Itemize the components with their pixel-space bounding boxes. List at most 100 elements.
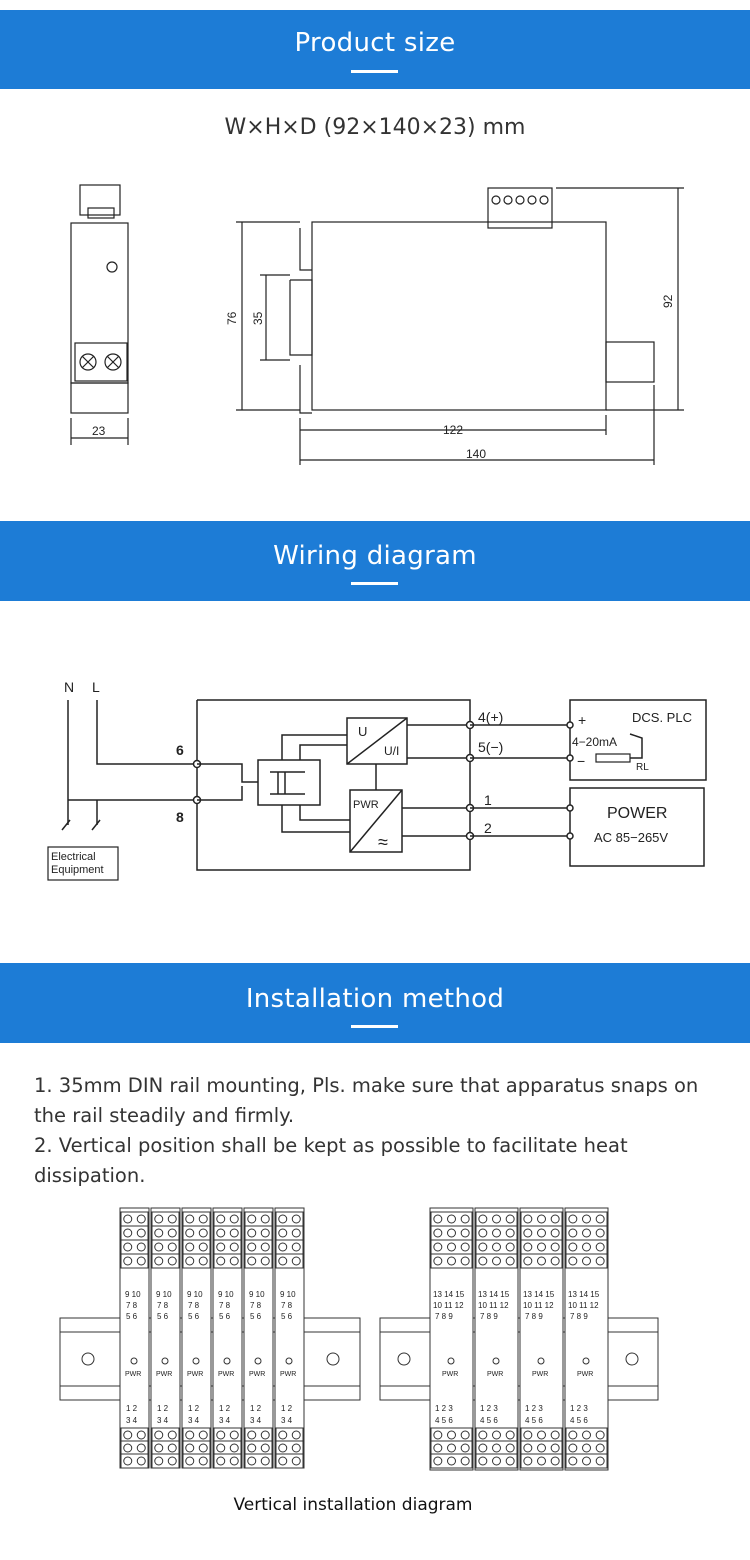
module-terminal-numbers: 1 2 3 (435, 1404, 453, 1413)
terminal-screw (260, 1443, 270, 1453)
terminal-screw (433, 1456, 443, 1466)
terminal-4: 4(+) (478, 709, 503, 725)
terminal-screw (447, 1443, 456, 1453)
terminal-screw (447, 1242, 456, 1252)
terminal-block (275, 1453, 304, 1469)
module-terminal-numbers: 5 6 (281, 1312, 293, 1321)
terminal-screw (523, 1256, 533, 1266)
terminal-block (275, 1239, 304, 1255)
terminal-screw (185, 1242, 195, 1252)
terminal-screw (550, 1443, 560, 1453)
terminal-block (120, 1440, 149, 1456)
terminal-block (182, 1453, 211, 1469)
terminal-screw (505, 1430, 515, 1440)
terminal-block (244, 1211, 273, 1227)
module-terminal-numbers: 1 2 3 (525, 1404, 543, 1413)
terminal-screw (523, 1456, 533, 1466)
terminal-screw (154, 1443, 164, 1453)
module-pwr-label: PWR (187, 1371, 203, 1378)
terminal-screw (447, 1228, 456, 1238)
equipment-line2: Equipment (51, 864, 104, 876)
terminal-block (151, 1453, 180, 1469)
terminal-screw (185, 1214, 195, 1224)
terminal-screw (198, 1228, 208, 1238)
terminal-8: 8 (176, 809, 184, 825)
terminal-block (151, 1225, 180, 1241)
terminal-screw (582, 1430, 591, 1440)
terminal-screw (136, 1456, 146, 1466)
terminal-screw (260, 1430, 270, 1440)
dim-23-label: 23 (92, 424, 106, 438)
wiring-diagram: N L Electrical Equipment 6 8 U U/I PWR ≈… (47, 679, 707, 881)
terminal-screw (229, 1242, 239, 1252)
terminal-screw (198, 1430, 208, 1440)
terminal-screw (505, 1256, 515, 1266)
terminal-screw (550, 1256, 560, 1266)
terminal-block (520, 1453, 563, 1469)
terminal-block (430, 1253, 473, 1269)
block-pwr: PWR (353, 799, 379, 811)
block-u: U (358, 724, 367, 739)
terminal-screw (216, 1443, 226, 1453)
module-terminal-numbers: 9 10 (249, 1290, 265, 1299)
terminal-screw (123, 1242, 133, 1252)
terminal-screw (582, 1242, 591, 1252)
terminal-6: 6 (176, 742, 184, 758)
terminal-screw (123, 1443, 133, 1453)
module-terminal-numbers: 3 4 (281, 1416, 293, 1425)
terminal-screw (478, 1214, 488, 1224)
wiring-diagram-banner: Wiring diagram (0, 521, 750, 601)
terminal-5: 5(−) (478, 739, 503, 755)
terminal-screw (537, 1228, 546, 1238)
terminal-screw (582, 1214, 591, 1224)
block-ui: U/I (384, 744, 399, 758)
module-terminal-numbers: 1 2 (250, 1404, 262, 1413)
terminal-screw (460, 1456, 470, 1466)
terminal-screw (447, 1430, 456, 1440)
module-led (192, 1357, 200, 1365)
terminal-block (430, 1440, 473, 1456)
terminal-screw (433, 1242, 443, 1252)
terminal-screw (123, 1256, 133, 1266)
terminal-screw (229, 1256, 239, 1266)
terminal-screw (167, 1443, 177, 1453)
terminal-block (275, 1253, 304, 1269)
terminal-screw (460, 1214, 470, 1224)
terminal-screw (185, 1256, 195, 1266)
installation-steps: 1. 35mm DIN rail mounting, Pls. make sur… (34, 1071, 724, 1191)
terminal-screw (595, 1256, 605, 1266)
terminal-block (565, 1453, 608, 1469)
terminal-screw (537, 1256, 546, 1266)
module-terminal-numbers: 1 2 (219, 1404, 231, 1413)
terminal-screw (260, 1214, 270, 1224)
module-terminal-numbers: 7 8 (188, 1301, 200, 1310)
installation-caption: Vertical installation diagram (233, 1495, 473, 1515)
terminal-block (151, 1440, 180, 1456)
power-range: AC 85−265V (594, 830, 668, 845)
module-terminal-numbers: 7 8 (219, 1301, 231, 1310)
front-view: 76 35 92 122 140 (225, 187, 684, 465)
terminal-block (430, 1239, 473, 1255)
wiring-diagram-title: Wiring diagram (273, 541, 477, 571)
block-ac-symbol: ≈ (378, 832, 388, 852)
module-terminal-numbers: 10 11 12 (478, 1301, 509, 1310)
terminal-screw (478, 1256, 488, 1266)
module-terminal-numbers: 10 11 12 (433, 1301, 464, 1310)
terminal-block (275, 1427, 304, 1443)
module-pwr-label: PWR (532, 1371, 548, 1378)
terminal-block (244, 1440, 273, 1456)
module-terminal-numbers: 7 8 (126, 1301, 138, 1310)
dim-122-label: 122 (443, 423, 463, 437)
terminal-block (120, 1427, 149, 1443)
terminal-block (182, 1211, 211, 1227)
terminal-screw (478, 1430, 488, 1440)
terminal-1: 1 (484, 792, 492, 808)
terminal-screw (247, 1214, 257, 1224)
terminal-block (244, 1427, 273, 1443)
terminal-screw (537, 1214, 546, 1224)
terminal-screw (198, 1456, 208, 1466)
terminal-screw (136, 1242, 146, 1252)
terminal-screw (198, 1443, 208, 1453)
terminal-screw (229, 1214, 239, 1224)
terminal-screw (492, 1242, 501, 1252)
